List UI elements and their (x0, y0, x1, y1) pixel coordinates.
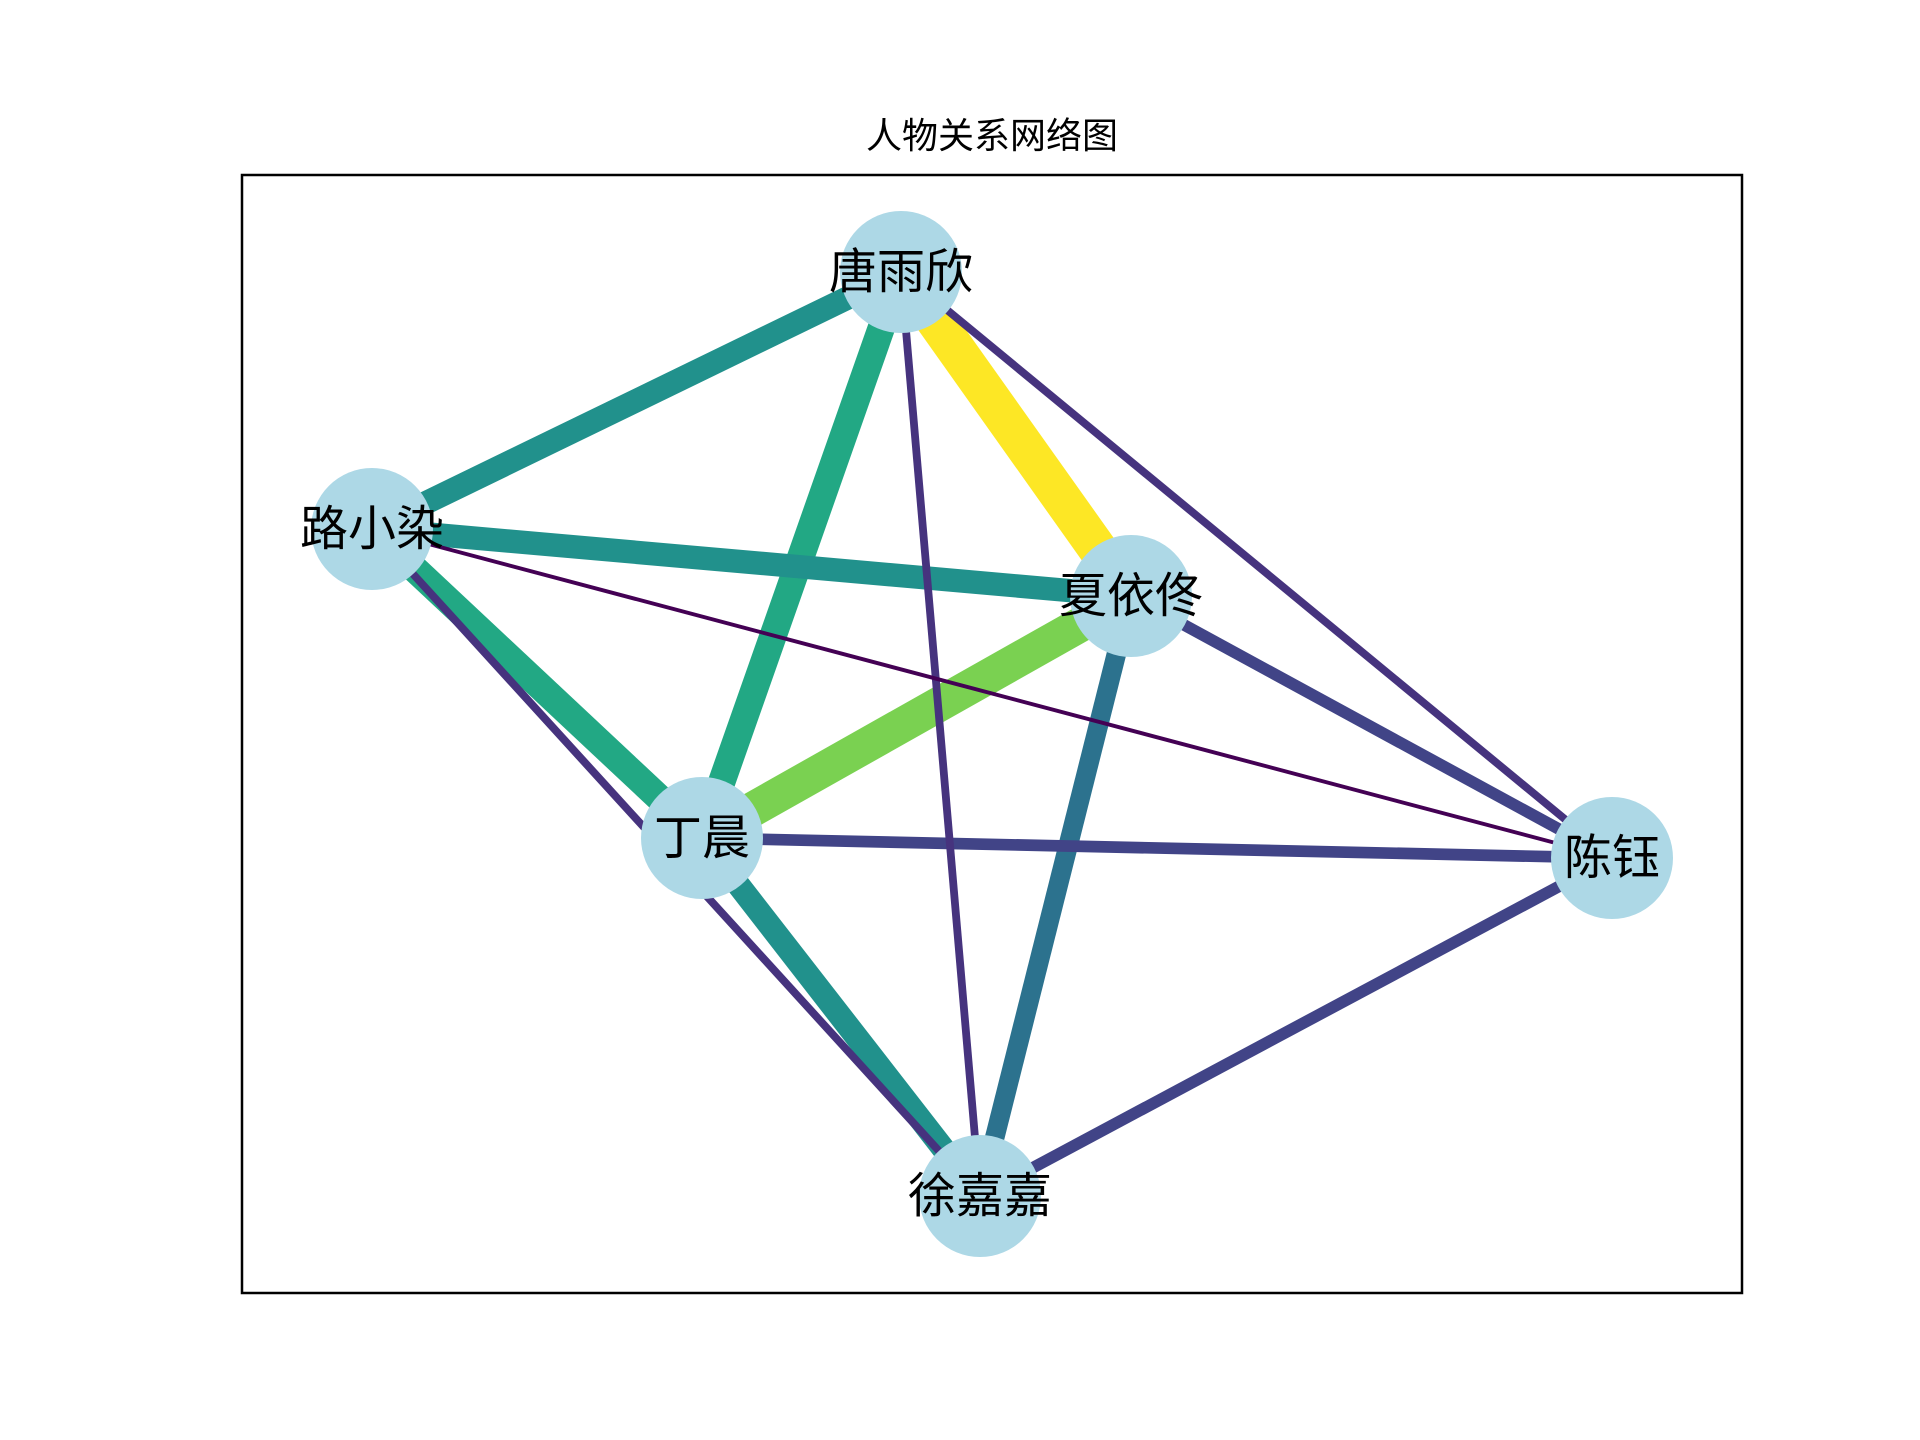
node-label: 路小染 (300, 501, 444, 557)
edge-tang-xu (897, 271, 984, 1197)
edge-chen-xu (977, 852, 1615, 1202)
node-circle (1551, 797, 1673, 919)
edge-xia-chen (1128, 590, 1615, 864)
node-tang: 唐雨欣 (829, 211, 973, 333)
edge-xia-xu (970, 593, 1141, 1199)
node-circle (311, 468, 433, 590)
chart-title: 人物关系网络图 (866, 116, 1118, 157)
node-label: 陈钰 (1564, 830, 1660, 886)
node-circle (919, 1135, 1041, 1257)
edge-lu-ding (362, 519, 712, 848)
edge-lu-chen (371, 527, 1613, 860)
node-label: 丁晨 (654, 810, 750, 866)
edge-lu-xia (370, 517, 1133, 608)
node-ding: 丁晨 (641, 777, 763, 899)
node-label: 徐嘉嘉 (908, 1168, 1052, 1224)
node-circle (641, 777, 763, 899)
node-label: 唐雨欣 (829, 244, 973, 300)
node-xia: 夏依佟 (1059, 535, 1203, 657)
edge-ding-xu (692, 830, 990, 1204)
plot-frame (240, 173, 1744, 1295)
edge-ding-chen (701, 832, 1613, 864)
node-circle (1070, 535, 1192, 657)
node-lu: 路小染 (300, 468, 444, 590)
edges-layer (362, 260, 1615, 1204)
node-xu: 徐嘉嘉 (908, 1135, 1052, 1257)
node-chen: 陈钰 (1551, 797, 1673, 919)
edge-tang-lu (366, 261, 907, 540)
edge-tang-ding (689, 267, 914, 843)
node-label: 夏依佟 (1059, 568, 1203, 624)
node-circle (840, 211, 962, 333)
edge-xia-ding (693, 580, 1140, 854)
edge-tang-xia (885, 260, 1147, 608)
edge-tang-chen (898, 268, 1615, 862)
